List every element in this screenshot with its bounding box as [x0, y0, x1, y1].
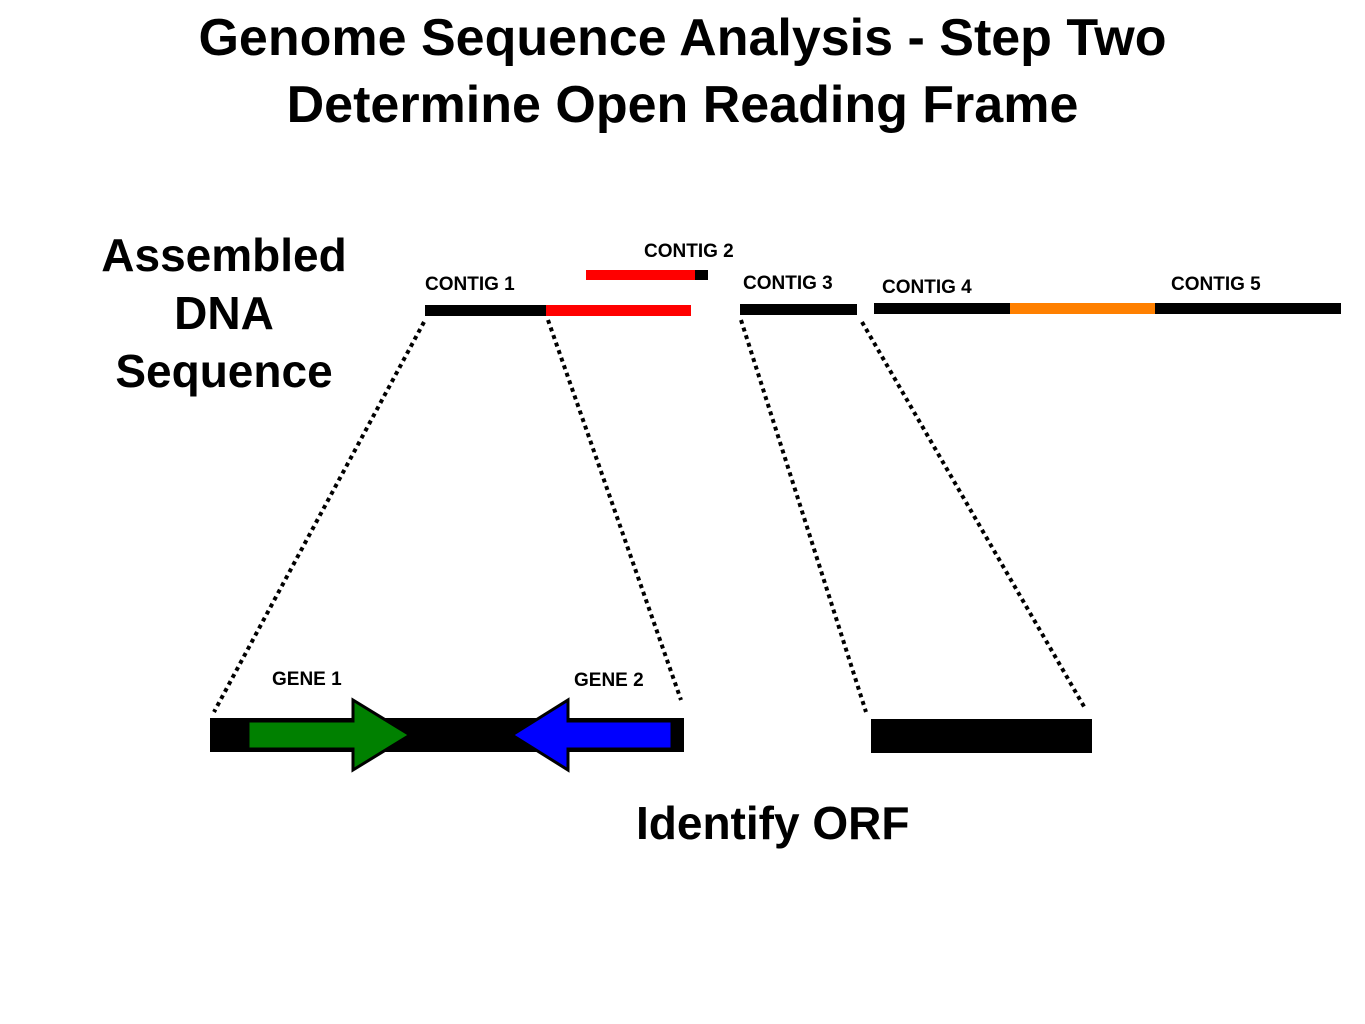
contig-4-black-segment — [874, 303, 1010, 314]
zoom-line-left-1 — [212, 321, 426, 713]
gene-1-arrow — [246, 697, 413, 773]
contig-1-label: CONTIG 1 — [425, 274, 515, 295]
identify-orf-label: Identify ORF — [636, 797, 910, 849]
gene-2-arrow — [509, 697, 674, 773]
expanded-sequence-2 — [871, 719, 1092, 753]
contig-2-label: CONTIG 2 — [644, 241, 734, 262]
assembled-label-line-3: Sequence — [115, 345, 333, 397]
contig-4-orange-segment — [1010, 303, 1155, 314]
contig-3-segment — [740, 304, 857, 315]
contig-1-black-segment — [425, 305, 547, 316]
contig-2-black-segment — [695, 270, 708, 280]
gene-2-label: GENE 2 — [574, 670, 644, 691]
zoom-line-left-2 — [739, 319, 868, 713]
gene-1-label: GENE 1 — [272, 669, 342, 690]
contig-4-label: CONTIG 4 — [882, 277, 972, 298]
zoom-line-right-2 — [860, 321, 1088, 711]
assembled-label-line-1: Assembled — [101, 229, 347, 281]
contig-3-label: CONTIG 3 — [743, 273, 833, 294]
contig-2-red-segment — [586, 270, 696, 280]
contig-1-red-segment — [546, 305, 691, 316]
title-line-2: Determine Open Reading Frame — [286, 76, 1079, 134]
title-line-1: Genome Sequence Analysis - Step Two — [198, 9, 1167, 67]
contig-5-black-segment — [1155, 303, 1341, 314]
contig-5-label: CONTIG 5 — [1171, 274, 1261, 295]
assembled-label-line-2: DNA — [174, 287, 274, 339]
zoom-line-right-1 — [546, 319, 683, 701]
